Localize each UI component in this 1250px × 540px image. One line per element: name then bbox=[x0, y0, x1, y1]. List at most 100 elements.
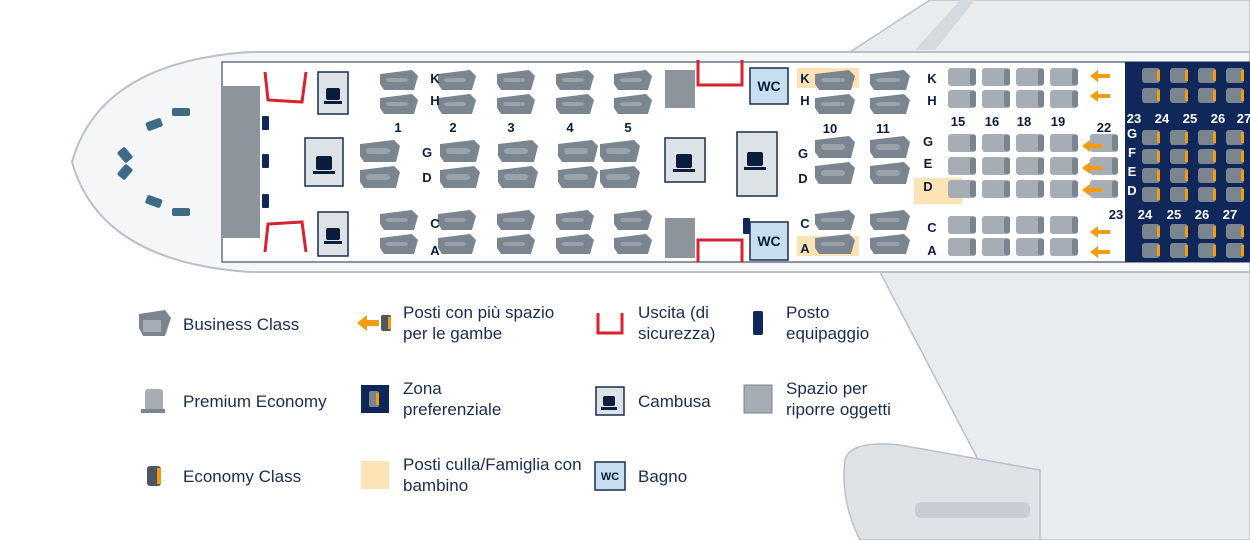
economy-seat[interactable] bbox=[1226, 68, 1244, 83]
premium-seat[interactable] bbox=[1090, 134, 1118, 152]
business-seat[interactable] bbox=[438, 234, 476, 254]
business-seat[interactable] bbox=[438, 94, 476, 114]
economy-seat[interactable] bbox=[1198, 243, 1216, 258]
premium-seat[interactable] bbox=[1050, 90, 1078, 108]
premium-seat[interactable] bbox=[948, 238, 976, 256]
economy-seat[interactable] bbox=[1226, 224, 1244, 239]
business-seat[interactable] bbox=[438, 210, 476, 230]
business-seat[interactable] bbox=[870, 70, 910, 90]
premium-seat[interactable] bbox=[948, 180, 976, 198]
business-seat[interactable] bbox=[614, 94, 652, 114]
business-seat[interactable] bbox=[614, 234, 652, 254]
economy-seat[interactable] bbox=[1226, 243, 1244, 258]
economy-seat[interactable] bbox=[1170, 68, 1188, 83]
business-seat[interactable] bbox=[380, 210, 418, 230]
premium-seat[interactable] bbox=[1050, 68, 1078, 86]
premium-seat[interactable] bbox=[982, 238, 1010, 256]
premium-seat[interactable] bbox=[1050, 216, 1078, 234]
business-seat[interactable] bbox=[815, 234, 855, 254]
business-seat[interactable] bbox=[870, 234, 910, 254]
economy-seat[interactable] bbox=[1142, 224, 1160, 239]
business-seat[interactable] bbox=[558, 166, 598, 188]
premium-seat[interactable] bbox=[948, 134, 976, 152]
business-seat[interactable] bbox=[556, 210, 594, 230]
business-seat[interactable] bbox=[556, 70, 594, 90]
economy-seat[interactable] bbox=[1226, 168, 1244, 183]
business-seat[interactable] bbox=[497, 234, 535, 254]
premium-seat[interactable] bbox=[982, 216, 1010, 234]
economy-seat[interactable] bbox=[1142, 187, 1160, 202]
premium-seat[interactable] bbox=[948, 216, 976, 234]
business-seat[interactable] bbox=[870, 210, 910, 230]
premium-seat[interactable] bbox=[1016, 238, 1044, 256]
economy-seat[interactable] bbox=[1198, 149, 1216, 164]
premium-seat[interactable] bbox=[1016, 134, 1044, 152]
business-seat[interactable] bbox=[614, 70, 652, 90]
economy-seat[interactable] bbox=[1170, 88, 1188, 103]
economy-seat[interactable] bbox=[1170, 187, 1188, 202]
business-seat[interactable] bbox=[556, 94, 594, 114]
premium-seat[interactable] bbox=[982, 157, 1010, 175]
business-seat[interactable] bbox=[870, 94, 910, 114]
business-seat[interactable] bbox=[815, 94, 855, 114]
business-seat[interactable] bbox=[380, 70, 418, 90]
economy-seat[interactable] bbox=[1226, 187, 1244, 202]
premium-seat[interactable] bbox=[982, 90, 1010, 108]
business-seat[interactable] bbox=[497, 70, 535, 90]
economy-seat[interactable] bbox=[1226, 88, 1244, 103]
premium-seat[interactable] bbox=[1016, 216, 1044, 234]
premium-seat[interactable] bbox=[948, 68, 976, 86]
business-seat[interactable] bbox=[360, 166, 400, 188]
business-seat[interactable] bbox=[558, 140, 598, 162]
economy-seat[interactable] bbox=[1170, 224, 1188, 239]
premium-seat[interactable] bbox=[982, 68, 1010, 86]
business-seat[interactable] bbox=[870, 162, 910, 184]
business-seat[interactable] bbox=[438, 70, 476, 90]
premium-seat[interactable] bbox=[1016, 90, 1044, 108]
business-seat[interactable] bbox=[870, 136, 910, 158]
business-seat[interactable] bbox=[556, 234, 594, 254]
business-seat[interactable] bbox=[498, 166, 538, 188]
business-seat[interactable] bbox=[600, 166, 640, 188]
economy-seat[interactable] bbox=[1170, 243, 1188, 258]
economy-seat[interactable] bbox=[1198, 224, 1216, 239]
premium-seat[interactable] bbox=[982, 180, 1010, 198]
economy-seat[interactable] bbox=[1198, 187, 1216, 202]
premium-seat[interactable] bbox=[1050, 157, 1078, 175]
economy-seat[interactable] bbox=[1142, 88, 1160, 103]
business-seat[interactable] bbox=[440, 166, 480, 188]
premium-seat[interactable] bbox=[1016, 157, 1044, 175]
economy-seat[interactable] bbox=[1226, 130, 1244, 145]
business-seat[interactable] bbox=[614, 210, 652, 230]
economy-seat[interactable] bbox=[1142, 243, 1160, 258]
business-seat[interactable] bbox=[497, 94, 535, 114]
premium-seat[interactable] bbox=[1050, 238, 1078, 256]
economy-seat[interactable] bbox=[1170, 130, 1188, 145]
premium-seat[interactable] bbox=[1016, 180, 1044, 198]
business-seat[interactable] bbox=[815, 162, 855, 184]
business-seat[interactable] bbox=[380, 94, 418, 114]
economy-seat[interactable] bbox=[1142, 168, 1160, 183]
economy-seat[interactable] bbox=[1142, 130, 1160, 145]
premium-seat[interactable] bbox=[1090, 180, 1118, 198]
premium-seat[interactable] bbox=[1090, 157, 1118, 175]
economy-seat[interactable] bbox=[1198, 68, 1216, 83]
business-seat[interactable] bbox=[497, 210, 535, 230]
economy-seat[interactable] bbox=[1198, 168, 1216, 183]
economy-seat[interactable] bbox=[1170, 149, 1188, 164]
premium-seat[interactable] bbox=[948, 157, 976, 175]
business-seat[interactable] bbox=[440, 140, 480, 162]
premium-seat[interactable] bbox=[1050, 180, 1078, 198]
economy-seat[interactable] bbox=[1226, 149, 1244, 164]
premium-seat[interactable] bbox=[948, 90, 976, 108]
premium-seat[interactable] bbox=[982, 134, 1010, 152]
premium-seat[interactable] bbox=[1050, 134, 1078, 152]
economy-seat[interactable] bbox=[1142, 149, 1160, 164]
business-seat[interactable] bbox=[815, 136, 855, 158]
economy-seat[interactable] bbox=[1198, 88, 1216, 103]
business-seat[interactable] bbox=[380, 234, 418, 254]
premium-seat[interactable] bbox=[1016, 68, 1044, 86]
business-seat[interactable] bbox=[360, 140, 400, 162]
business-seat[interactable] bbox=[815, 70, 855, 90]
economy-seat[interactable] bbox=[1142, 68, 1160, 83]
